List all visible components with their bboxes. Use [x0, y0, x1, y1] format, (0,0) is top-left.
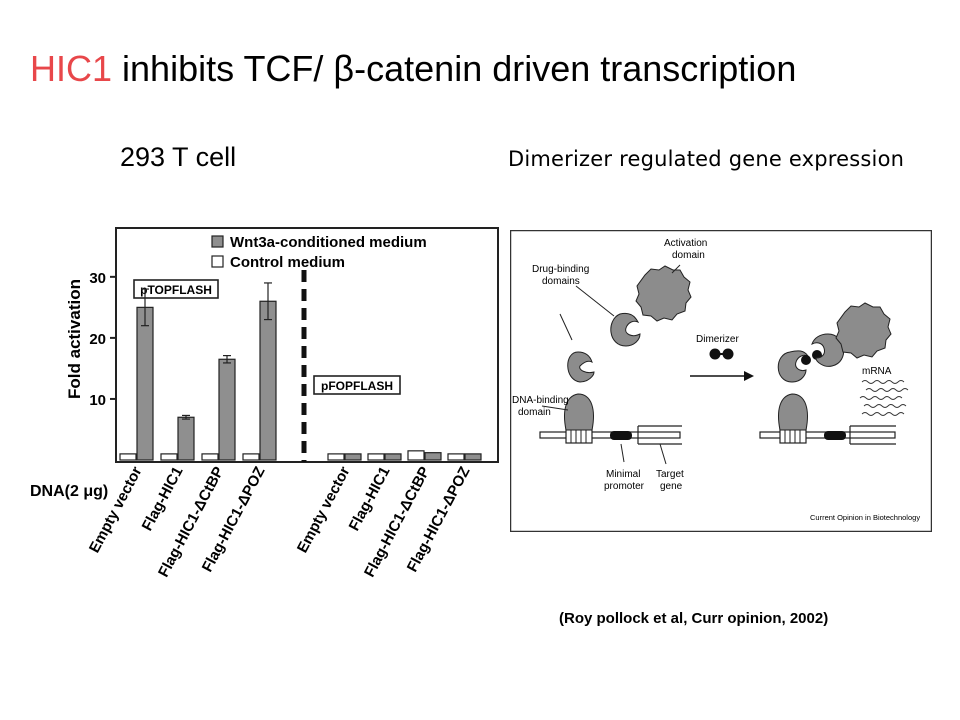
activation-domain [635, 265, 692, 322]
bar-wnt3a-1-3 [464, 453, 482, 461]
citation: (Roy pollock et al, Curr opinion, 2002) [559, 610, 829, 627]
group-label-0: pTOPFLASH [140, 283, 212, 297]
y-tick-label-10: 10 [89, 392, 106, 409]
label-drug-binding-2: domains [542, 276, 580, 287]
drug-binding-domain-upper [610, 312, 641, 347]
right-subtitle: Dimerizer regulated gene expression [508, 147, 905, 171]
group-label-box-0 [133, 279, 219, 299]
bar-control-0-2 [201, 453, 219, 461]
legend-label-0: Wnt3a-conditioned medium [230, 234, 427, 251]
right-construct [759, 302, 909, 445]
mrna-waves [859, 380, 909, 416]
label-minimal: Minimal [606, 469, 640, 480]
bar-control-1-1 [367, 453, 385, 461]
bar-control-1-3 [447, 453, 465, 461]
label-dna-binding-1: DNA-binding [512, 395, 569, 406]
bar-control-1-0 [327, 453, 345, 461]
x-axis-label: DNA(2 μg) [30, 483, 108, 500]
label-dimerizer: Dimerizer [696, 334, 739, 345]
label-mrna: mRNA [862, 366, 892, 377]
dimerizer-diagram: Drug-binding domains Activation domain D… [510, 230, 932, 532]
y-axis-label: Fold activation [65, 279, 84, 399]
bar-wnt3a-0-1 [177, 416, 195, 461]
bar-wnt3a-0-3 [259, 300, 277, 461]
legend-swatch-1 [211, 255, 224, 268]
bar-wnt3a-0-2 [218, 358, 236, 461]
legend-swatch-0 [211, 235, 224, 248]
y-tick-label-30: 30 [89, 270, 106, 287]
left-subtitle: 293 T cell [120, 142, 237, 172]
bar-wnt3a-1-2 [424, 452, 442, 461]
label-promoter: promoter [604, 481, 645, 492]
category-label-1-0: Empty vector [294, 464, 354, 556]
legend-label-1: Control medium [230, 254, 345, 271]
label-dna-binding-2: domain [518, 407, 551, 418]
dna-binding-protein [564, 393, 594, 431]
title-highlight: HIC1 [30, 48, 113, 89]
category-label-0-1: Flag-HIC1 [139, 464, 187, 534]
bar-wnt3a-1-0 [344, 453, 362, 461]
bar-control-0-1 [160, 453, 178, 461]
group-label-box-1 [313, 375, 401, 395]
label-activation-2: domain [672, 250, 705, 261]
bar-control-1-2 [407, 450, 425, 461]
label-drug-binding-1: Drug-binding [532, 264, 589, 275]
bar-wnt3a-0-0 [136, 306, 154, 461]
label-footer: Current Opinion in Biotechnology [810, 513, 920, 522]
bar-wnt3a-1-1 [384, 453, 402, 461]
y-tick-label-20: 20 [89, 331, 106, 348]
group-label-1: pFOPFLASH [321, 379, 393, 393]
bar-control-0-0 [119, 453, 137, 461]
dimerizer-arrow [690, 348, 754, 381]
label-gene: gene [660, 481, 683, 492]
label-target: Target [656, 469, 684, 480]
label-activation-1: Activation [664, 238, 707, 249]
category-label-0-0: Empty vector [86, 464, 146, 556]
left-construct [539, 264, 692, 465]
minimal-promoter-box [610, 431, 632, 440]
bar-control-0-3 [242, 453, 260, 461]
title-rest: inhibits TCF/ β-catenin driven transcrip… [112, 48, 797, 89]
drug-binding-domain-lower [567, 351, 595, 383]
slide-title: HIC1 inhibits TCF/ β-catenin driven tran… [30, 48, 796, 90]
